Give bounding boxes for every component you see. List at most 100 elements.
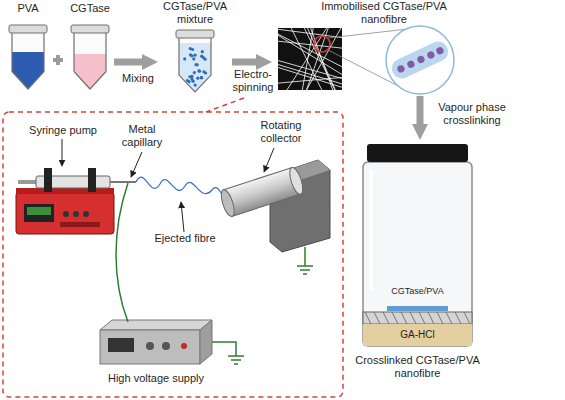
nanofibre-strand [278,77,342,83]
nanofibre-strand [278,61,342,79]
part-label: Rotating collector [248,119,314,144]
test-tube: CGTase/PVA mixture [158,0,232,96]
tube-outline [179,37,211,92]
fibre-body [389,38,452,81]
ground-wire [297,247,313,274]
high-voltage-supply [100,320,212,364]
syringe-clamp [88,168,96,192]
nanofibre-strand [278,35,342,74]
enzyme-dot [201,50,204,53]
enzyme-dot [406,59,416,69]
jar-label: Crosslinked CGTase/PVA nanofibre [355,354,480,379]
enzyme-dot [200,76,203,79]
tube-liquid [179,43,211,92]
pump-button [73,211,79,217]
tube-body [74,32,106,89]
enzyme-dot [435,46,445,56]
tube-drawing [71,25,109,89]
mesh-hatch [419,312,425,324]
reagent-fill [363,324,472,346]
tube-outline [74,32,106,89]
syringe-plunger [18,180,38,184]
tube-cap [9,25,47,33]
tube-label: CGTase [58,2,122,15]
nanofibre-strand [278,65,342,84]
reagent-layer: GA-HCl [363,324,472,346]
enzyme-dot [188,75,191,78]
zoom-leader [206,98,244,112]
enzyme-dot [194,84,197,87]
ground-wire [212,342,244,364]
nanofibre-strand [278,34,342,67]
jar-lid [367,144,468,162]
step-label: Electro- spinning [228,68,278,93]
tube-liquid [74,54,106,89]
crosslinking-jar: Crosslinked CGTase/PVA nanofibre CGTase/P… [355,140,480,398]
enzyme-dot [396,64,406,74]
tube-shape [66,0,114,96]
step-label: Mixing [112,72,164,85]
enzyme-dot [193,71,196,74]
mesh-support [363,312,472,324]
leader-line [131,152,142,177]
tube-shape [6,0,50,96]
jar-body [363,162,472,346]
supply-meter [108,338,134,352]
mesh-hatch [374,312,380,324]
enzyme-dot [194,63,197,66]
mesh-hatch [446,312,452,324]
membrane-label: CGTase/PVA [383,286,452,296]
metal-capillary [110,181,136,183]
supply-wire [116,183,128,322]
enzyme-dot [426,50,436,60]
mesh-hatch [365,312,371,324]
mesh-hatch [383,312,389,324]
pump-body [16,192,114,234]
pump-screen [27,207,51,215]
process-arrow [232,59,262,66]
drum-end [219,188,237,218]
supply-knob [146,342,154,350]
enzyme-dot [183,57,186,60]
enlarged-fibre [389,38,452,81]
supply-front [100,330,200,364]
syringe-clamp [44,168,52,192]
mesh-hatch [410,312,416,324]
tube-label: CGTase/PVA mixture [158,0,232,25]
tube-drawing [9,25,47,89]
tube-cap [71,25,109,33]
zoom-marker [314,36,330,52]
process-arrow [417,96,424,130]
zoom-view [386,26,454,94]
collector-drum [223,168,300,217]
part-label: Ejected fibre [140,232,230,245]
membrane-bar [387,306,448,311]
pump-display [24,204,54,222]
enzyme-dot [203,58,206,61]
test-tube: CGTase [66,0,114,96]
setup-frame [3,112,343,397]
supply-socket [181,343,187,349]
part-label: Metal capillary [114,123,170,148]
drum-end [287,166,305,196]
pump-button [63,211,69,217]
rotating-collector [219,160,330,252]
mesh-hatch [401,312,407,324]
leader-line [62,139,63,166]
enzyme-dot [193,54,196,57]
jar-shine [369,170,373,290]
plus-sign [53,55,63,65]
mesh-hatch [428,312,434,324]
leader-line [264,148,274,172]
fibre-membrane: CGTase/PVA [383,286,452,312]
part-label: Syringe pump [18,124,108,137]
tube-drawing [176,30,214,92]
part-label: High voltage supply [86,372,226,385]
supply-side [200,320,212,364]
ejected-fibre [136,177,228,200]
nanofibre-strand [278,67,342,87]
syringe-pump [16,168,114,234]
